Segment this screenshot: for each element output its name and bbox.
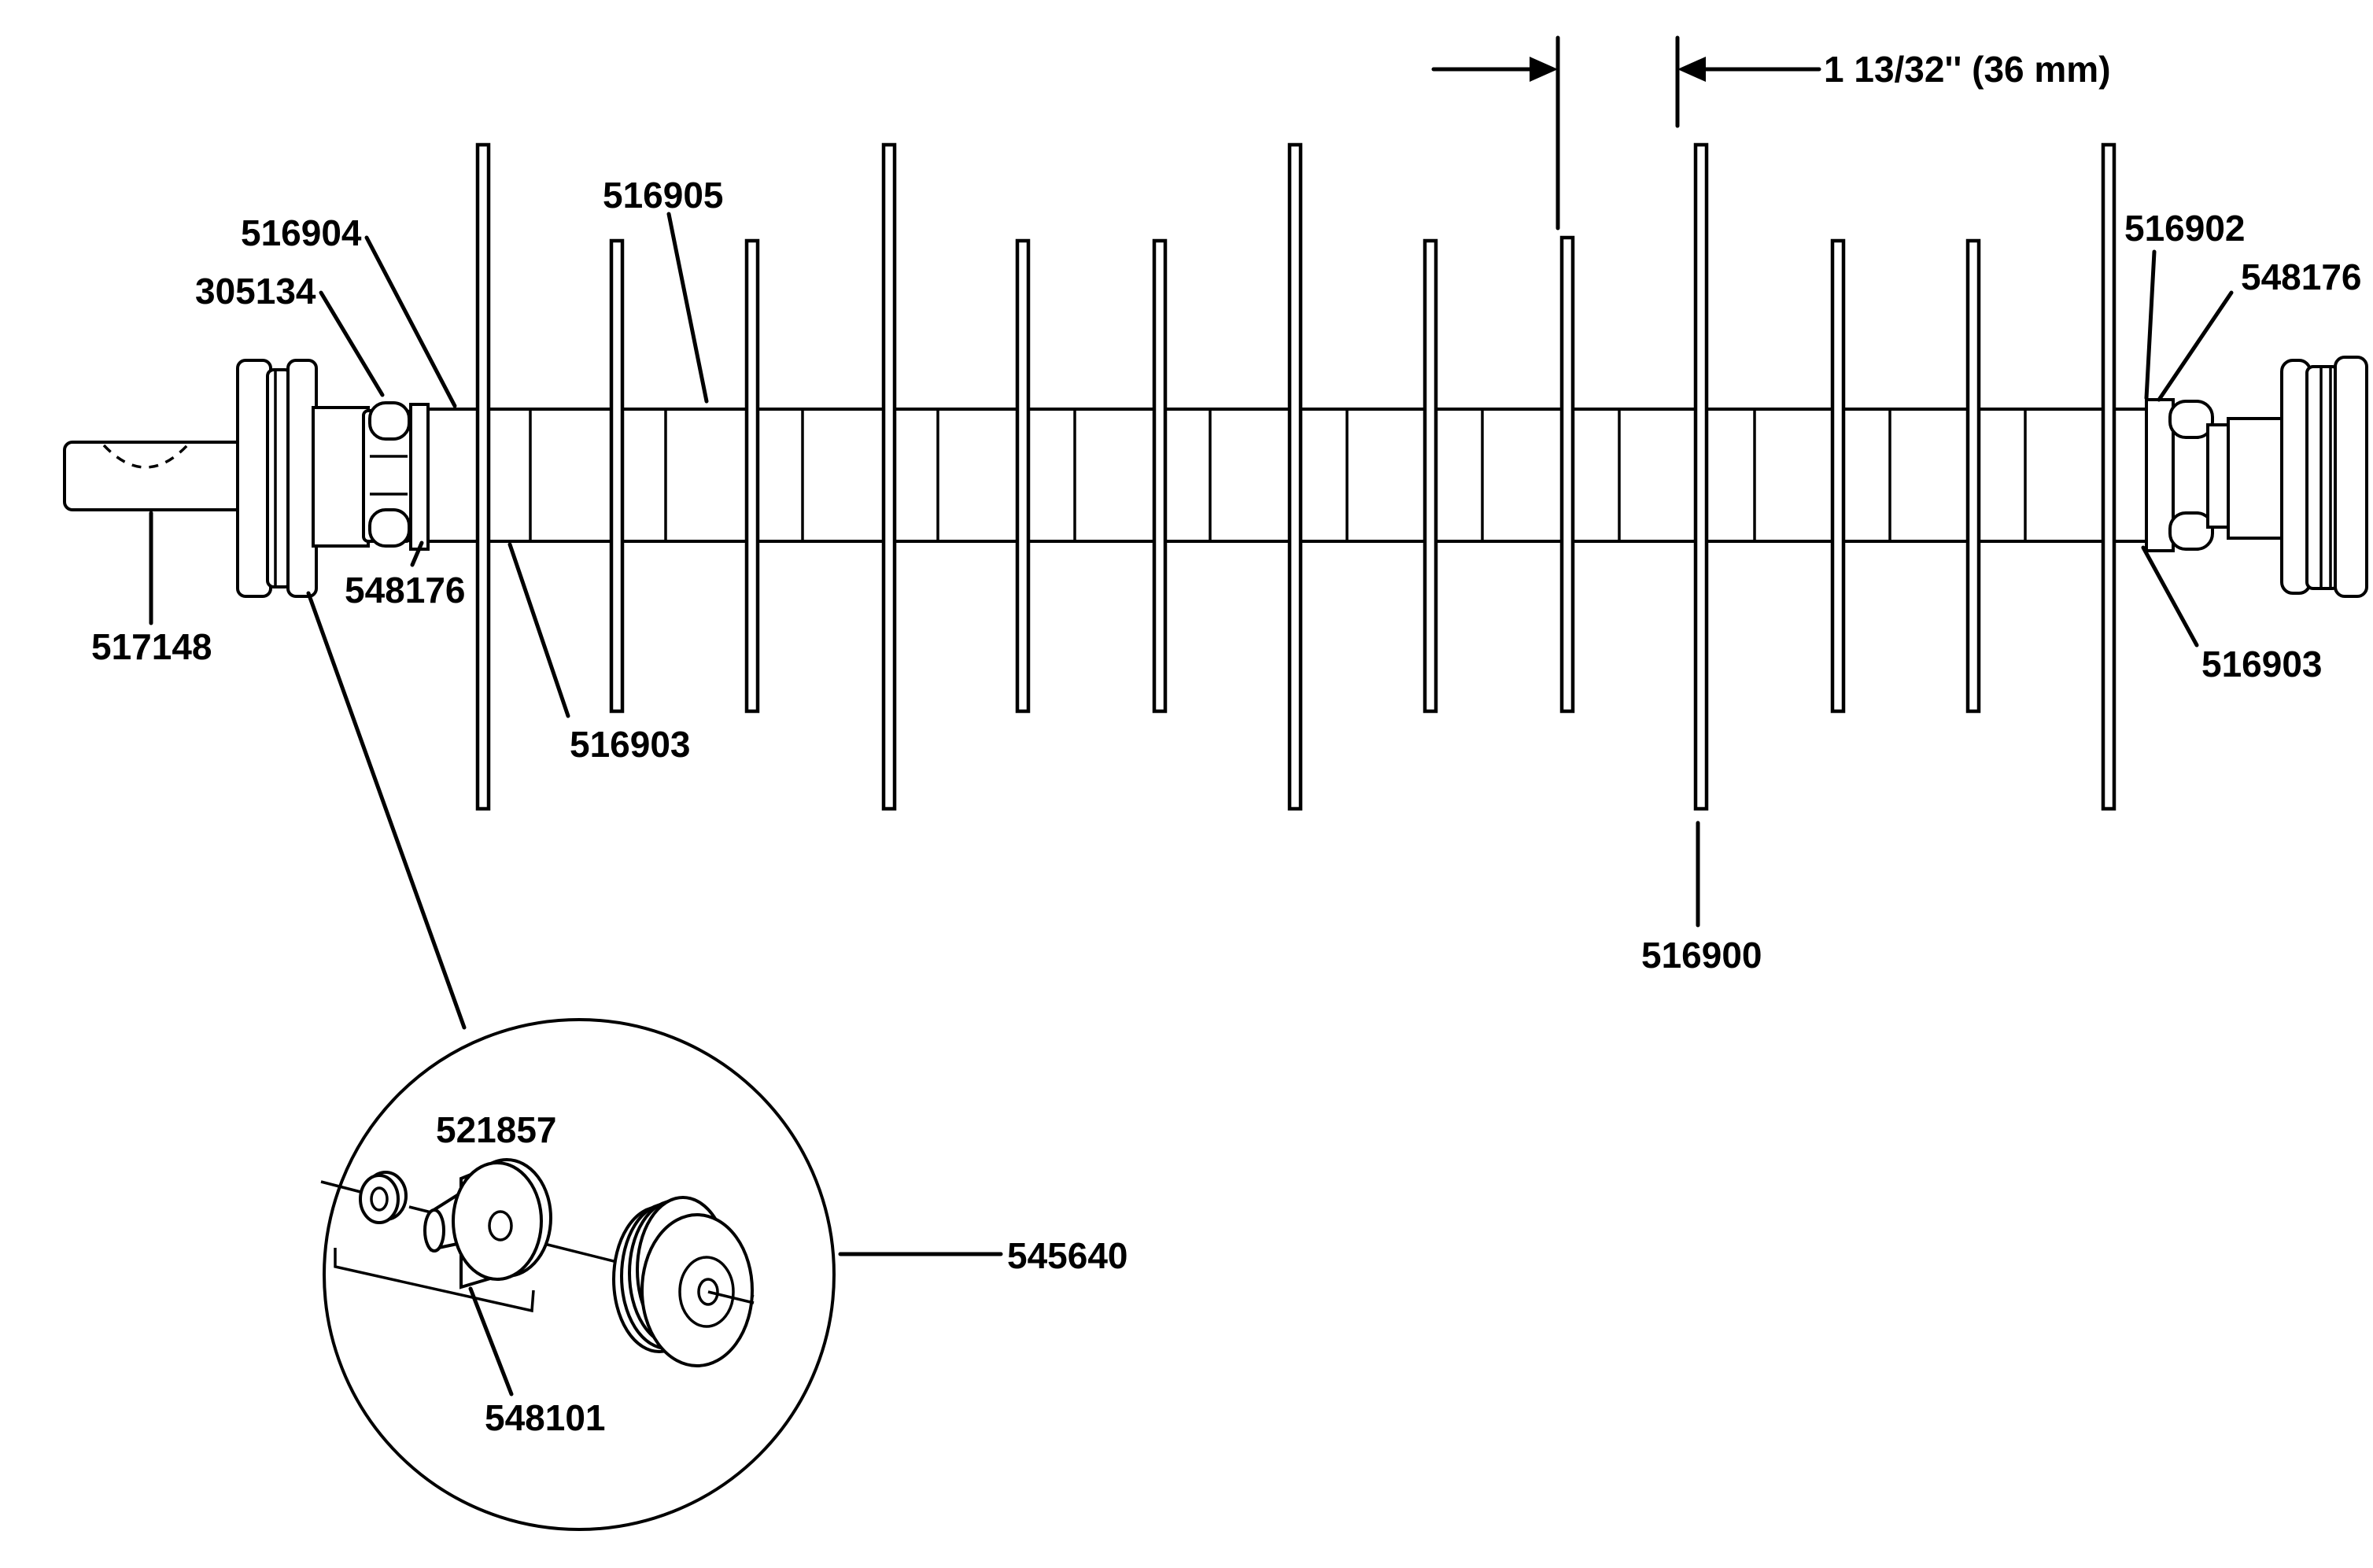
tine xyxy=(744,238,760,714)
tine xyxy=(1287,142,1303,811)
label-516903-left: 516903 xyxy=(570,724,691,765)
tine xyxy=(1015,238,1031,714)
spacing-dimension: 1 13/32'' (36 mm) xyxy=(1431,35,2111,231)
tine xyxy=(475,142,491,811)
tine xyxy=(1693,142,1709,811)
tine xyxy=(2101,142,2117,811)
label-545640: 545640 xyxy=(1007,1235,1128,1276)
spacing-dimension-label: 1 13/32'' (36 mm) xyxy=(1824,49,2111,90)
label-521857: 521857 xyxy=(436,1109,557,1150)
tine xyxy=(609,238,625,714)
leader-lines xyxy=(149,212,2234,1256)
right-bearing-housing xyxy=(2227,356,2368,598)
label-548101: 548101 xyxy=(485,1397,606,1438)
right-nut xyxy=(2145,398,2231,552)
label-517148: 517148 xyxy=(91,626,212,667)
label-516905: 516905 xyxy=(603,175,724,216)
label-516900: 516900 xyxy=(1641,935,1762,976)
tine xyxy=(1423,238,1438,714)
label-548176-right: 548176 xyxy=(2241,256,2362,297)
tine xyxy=(1559,235,1575,714)
shaft-end xyxy=(63,441,249,511)
label-516904: 516904 xyxy=(241,212,362,253)
label-516903-right: 516903 xyxy=(2201,644,2323,684)
part-labels: 516904 305134 516905 548176 517148 51690… xyxy=(91,175,2362,1438)
tines xyxy=(475,142,2117,811)
tine xyxy=(1965,238,1981,714)
left-nut xyxy=(362,401,430,551)
tine xyxy=(1830,238,1846,714)
tine xyxy=(881,142,897,811)
label-516902: 516902 xyxy=(2124,208,2246,249)
label-548176-left: 548176 xyxy=(345,570,466,611)
tine xyxy=(1152,238,1168,714)
label-305134: 305134 xyxy=(195,271,316,312)
detail-callout xyxy=(320,1018,836,1531)
left-bearing-housing xyxy=(236,359,370,598)
